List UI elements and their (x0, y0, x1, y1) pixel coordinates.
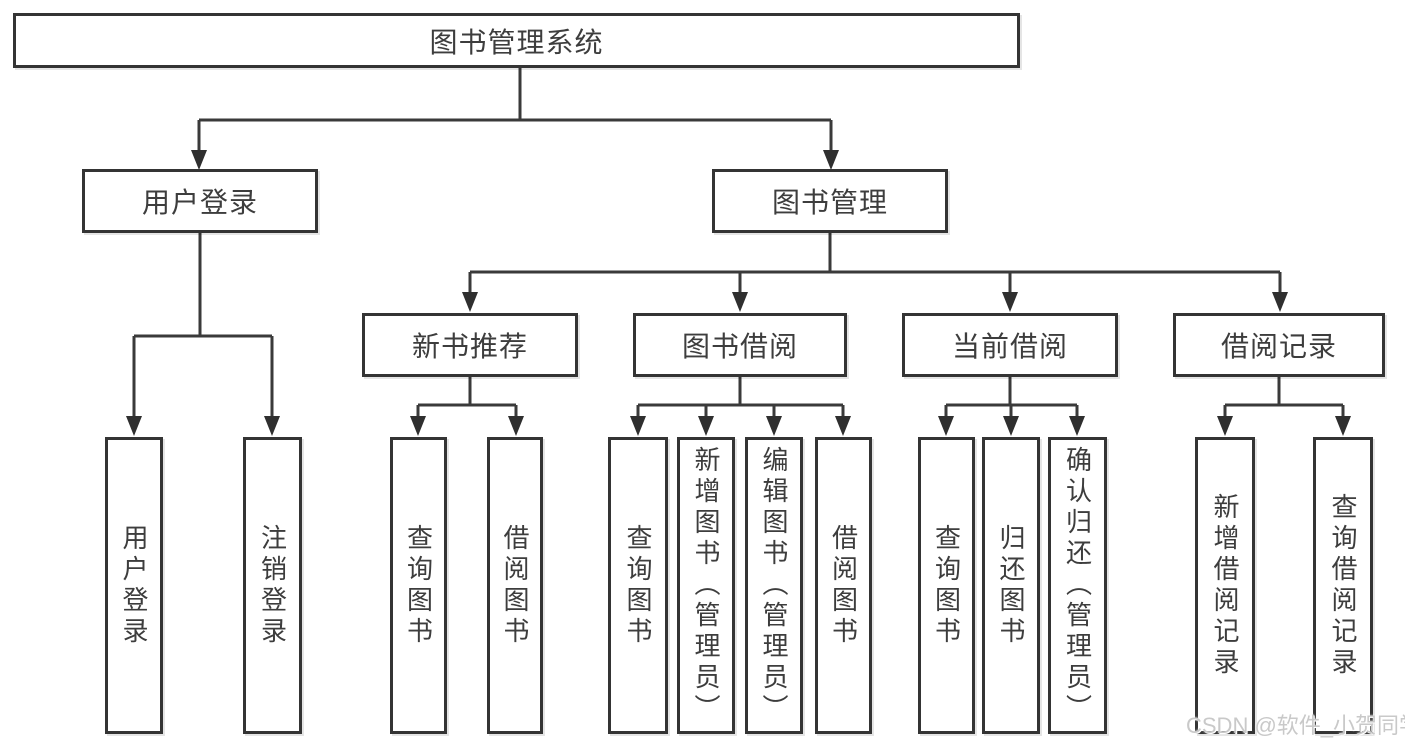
node-label: 查询借阅记录 (1328, 492, 1358, 679)
node-label: 图书管理系统 (429, 26, 604, 58)
node-label: 用户登录 (141, 187, 258, 218)
leaf-logout: 注销登录 (243, 437, 302, 734)
leaf-add-borrow-record: 新增借阅记录 (1195, 437, 1255, 734)
node-label: 图书借阅 (681, 331, 798, 362)
node-label: 新书推荐 (411, 331, 528, 362)
node-label: 新增图书（管理员） (691, 446, 721, 725)
leaf-user-login: 用户登录 (105, 437, 163, 734)
node-label: 当前借阅 (951, 331, 1068, 362)
leaf-edit-book-admin: 编辑图书（管理员） (745, 437, 803, 734)
node-label: 查询图书 (931, 523, 962, 648)
node-label: 借阅图书 (500, 523, 530, 648)
node-label: 归还图书 (996, 523, 1026, 648)
node-label: 用户登录 (119, 523, 149, 648)
node-label: 查询图书 (403, 523, 434, 648)
node-label: 借阅图书 (828, 523, 859, 648)
leaf-query-borrow-record: 查询借阅记录 (1313, 437, 1373, 734)
node-borrow-records: 借阅记录 (1173, 313, 1385, 377)
node-label: 查询图书 (623, 523, 653, 648)
watermark-text: CSDN @软件_小贺同学 (1186, 713, 1405, 738)
node-label: 注销登录 (257, 523, 288, 648)
leaf-borrow-books-recommend: 借阅图书 (487, 437, 543, 734)
leaf-query-books-current: 查询图书 (918, 437, 975, 734)
leaf-confirm-return-admin: 确认归还（管理员） (1048, 437, 1107, 734)
node-label: 确认归还（管理员） (1062, 446, 1093, 725)
leaf-query-books-borrow: 查询图书 (608, 437, 668, 734)
leaf-return-books: 归还图书 (982, 437, 1040, 734)
node-label: 图书管理 (771, 187, 888, 218)
node-user-login: 用户登录 (82, 169, 318, 233)
leaf-add-book-admin: 新增图书（管理员） (677, 437, 735, 734)
node-library-management-system: 图书管理系统 (13, 13, 1020, 68)
node-book-management: 图书管理 (712, 169, 948, 233)
leaf-query-books-recommend: 查询图书 (390, 437, 447, 734)
node-label: 编辑图书（管理员） (759, 446, 789, 725)
leaf-borrow-books: 借阅图书 (815, 437, 872, 734)
node-new-book-recommend: 新书推荐 (362, 313, 578, 377)
node-current-borrow: 当前借阅 (902, 313, 1118, 377)
node-label: 借阅记录 (1220, 331, 1337, 362)
node-book-borrow: 图书借阅 (633, 313, 847, 377)
node-label: 新增借阅记录 (1210, 492, 1240, 679)
